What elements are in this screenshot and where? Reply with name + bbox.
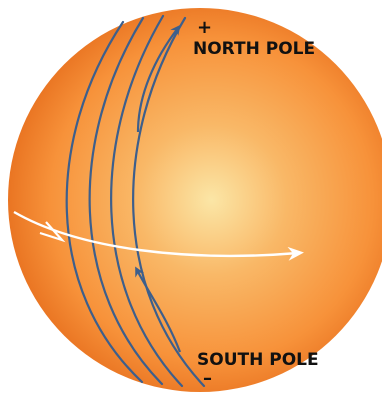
rotation-arrow-chevron: [39, 221, 66, 243]
south-field-arrow: [135, 266, 182, 353]
field-lines: [65, 14, 206, 388]
rotation-arrow: [13, 210, 304, 261]
south-pole-label: SOUTH POLE: [197, 350, 319, 370]
field-line-3: [110, 14, 184, 388]
sun-sphere: [8, 8, 382, 392]
north-pole-sign: +: [197, 17, 213, 38]
north-pointing-arrow: [136, 24, 181, 133]
north-pole-label: NORTH POLE: [193, 39, 316, 59]
field-line-4: [132, 16, 206, 388]
field-line-1: [65, 20, 144, 384]
field-line-2: [88, 16, 164, 386]
south-pole-sign: –: [203, 368, 212, 389]
